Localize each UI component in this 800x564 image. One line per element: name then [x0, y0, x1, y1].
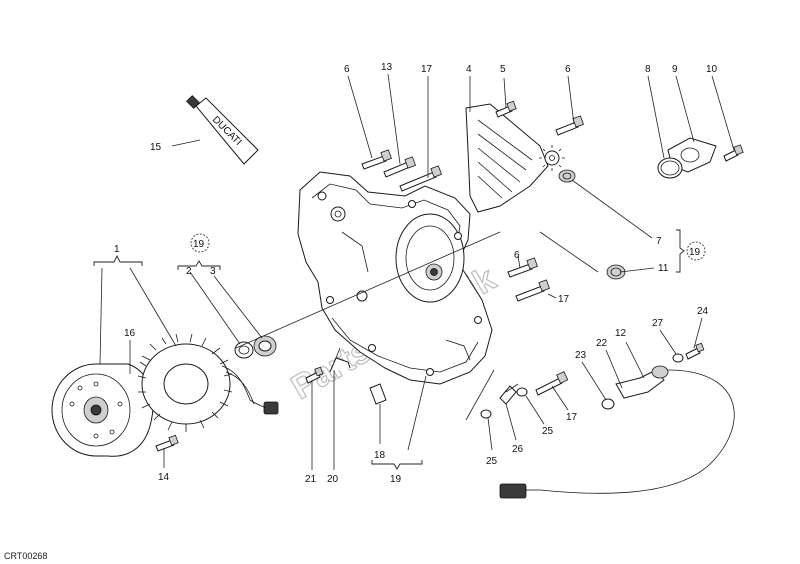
- screw-24[interactable]: [685, 342, 705, 360]
- callout-22: 22: [596, 338, 608, 349]
- leader-lines: [99, 73, 735, 470]
- callout-14: 14: [158, 472, 170, 483]
- callout-27: 27: [652, 318, 664, 329]
- o-ring[interactable]: [657, 157, 683, 179]
- callout-13: 13: [381, 62, 393, 73]
- callout-17a: 17: [421, 64, 433, 75]
- screw-6-plate[interactable]: [555, 115, 584, 136]
- clip-26[interactable]: [499, 383, 519, 405]
- flywheel-rotor[interactable]: [51, 363, 154, 457]
- callout-6a: 6: [344, 64, 350, 75]
- screw-6-top[interactable]: [361, 149, 392, 170]
- callout-3: 3: [210, 266, 216, 277]
- brace-item-1: [93, 254, 143, 266]
- bearing-2[interactable]: [234, 341, 254, 359]
- callout-20: 20: [327, 474, 339, 485]
- screw-6-mid[interactable]: [507, 257, 538, 278]
- screw-17-mid[interactable]: [515, 279, 550, 302]
- brace-items-18-19: [371, 460, 423, 470]
- callout-23: 23: [575, 350, 587, 361]
- callout-24: 24: [697, 306, 709, 317]
- callout-4: 4: [466, 64, 472, 75]
- callout-17b: 17: [558, 294, 570, 305]
- callout-6b: 6: [565, 64, 571, 75]
- callout-8: 8: [645, 64, 651, 75]
- cover-plate[interactable]: [465, 103, 549, 213]
- callout-5: 5: [500, 64, 506, 75]
- callout-19-left: 19: [193, 239, 205, 250]
- callout-2: 2: [186, 266, 192, 277]
- callout-11: 11: [658, 263, 669, 274]
- callout-19-right: 19: [689, 247, 701, 258]
- screw-21[interactable]: [305, 366, 324, 384]
- callout-7: 7: [656, 236, 662, 247]
- callout-18: 18: [374, 450, 386, 461]
- ref-circle-19-left: [190, 233, 210, 253]
- screw-17-low[interactable]: [535, 371, 569, 396]
- stator[interactable]: [137, 333, 279, 432]
- callout-10: 10: [706, 64, 718, 75]
- callout-6c: 6: [514, 250, 520, 261]
- o-ring-23[interactable]: [601, 398, 615, 410]
- washer-25-left[interactable]: [480, 409, 492, 419]
- screw-14[interactable]: [155, 434, 179, 452]
- washer-25-right[interactable]: [516, 387, 528, 397]
- ref-circle-19-right: [686, 241, 706, 261]
- dowel-pin[interactable]: [369, 383, 387, 405]
- callout-9: 9: [672, 64, 678, 75]
- gear-icon: [539, 145, 565, 171]
- callout-17c: 17: [566, 412, 578, 423]
- callout-26: 26: [512, 444, 524, 455]
- brace-items-2-3: [177, 260, 221, 270]
- seal-7[interactable]: [558, 169, 576, 183]
- bracket[interactable]: [329, 347, 351, 373]
- washer-27[interactable]: [672, 353, 684, 363]
- screw-10[interactable]: [723, 144, 744, 162]
- brace-items-7-11: [676, 229, 685, 273]
- callout-25a: 25: [542, 426, 554, 437]
- drawing-code: CRT00268: [4, 551, 47, 561]
- sealant-tube[interactable]: DUCATI: [186, 95, 259, 165]
- callout-21: 21: [305, 474, 317, 485]
- callout-19-bottom: 19: [390, 474, 402, 485]
- screw-5[interactable]: [495, 100, 517, 118]
- pickup-sensor[interactable]: [499, 365, 735, 499]
- callout-25b: 25: [486, 456, 498, 467]
- callout-16: 16: [124, 328, 136, 339]
- callout-12: 12: [615, 328, 627, 339]
- bearing-3[interactable]: [253, 335, 277, 357]
- screw-13[interactable]: [383, 156, 416, 178]
- callout-1: 1: [114, 244, 120, 255]
- screw-17-top[interactable]: [399, 165, 442, 192]
- callout-15: 15: [150, 142, 162, 153]
